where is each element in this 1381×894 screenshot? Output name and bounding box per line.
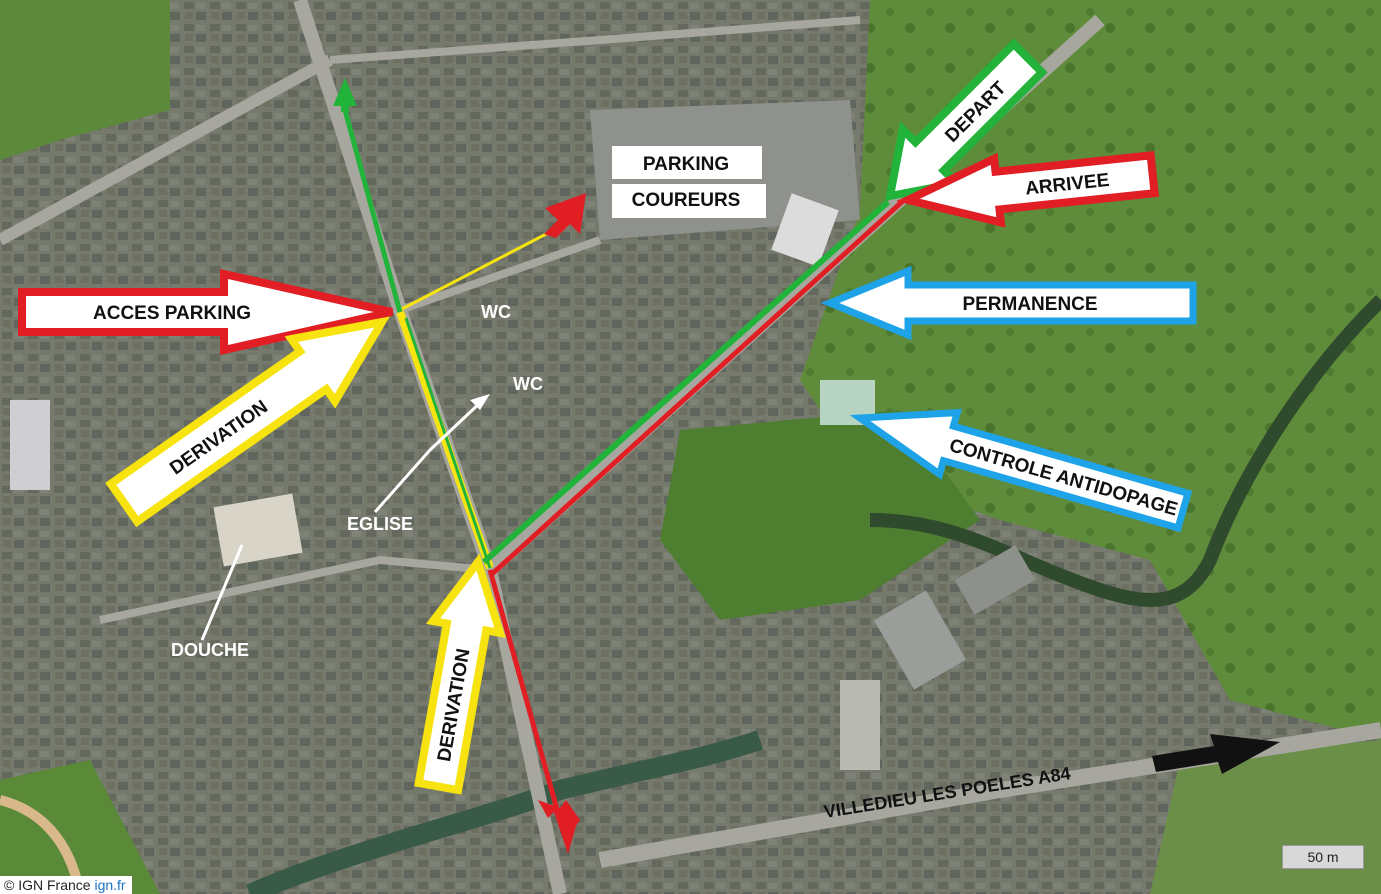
eglise-pointer <box>373 449 432 513</box>
park-area <box>660 410 980 620</box>
race-route <box>342 109 906 821</box>
green-route-north <box>342 109 403 313</box>
douche-pointer <box>200 544 244 641</box>
river-south <box>245 730 764 894</box>
coureurs-label-box <box>612 184 766 218</box>
field-northwest <box>0 0 170 160</box>
river <box>869 295 1381 607</box>
red-south-arrow <box>538 800 580 854</box>
pointer-lines <box>200 398 485 641</box>
wc-label-1: WC <box>481 302 511 322</box>
parking-label-box <box>612 146 762 179</box>
green-route-mid <box>404 317 492 569</box>
green-north-arrow <box>333 78 357 112</box>
arrivee-arrow: ARRIVEE <box>896 150 1160 228</box>
parking-red-arrow <box>544 193 586 238</box>
scale-label: 50 m <box>1307 849 1339 865</box>
buildings <box>10 193 1036 770</box>
derivation-bottom-arrow: DERIVATION <box>414 553 506 795</box>
field-southwest <box>0 760 160 894</box>
wc-pointer-head <box>470 394 490 410</box>
acces-parking-arrow: ACCES PARKING <box>18 268 393 356</box>
a84-direction-arrow <box>1152 734 1280 774</box>
red-route-diagonal <box>490 198 906 576</box>
coureurs-label: COUREURS <box>632 190 741 211</box>
attribution: © IGN France ign.fr <box>0 876 132 894</box>
attribution-link[interactable]: ign.fr <box>94 877 126 893</box>
acces-parking-label: ACCES PARKING <box>93 303 251 324</box>
permanence-label: PERMANENCE <box>962 294 1097 315</box>
attribution-text: © IGN France <box>4 877 95 893</box>
green-route-diagonal <box>482 199 890 565</box>
permanence-arrow: PERMANENCE <box>820 265 1197 341</box>
red-route-south <box>487 569 563 821</box>
wc-label-2: WC <box>513 374 543 394</box>
wc-pointer <box>428 398 485 452</box>
parking-link-line <box>399 230 551 312</box>
parking-label: PARKING <box>643 154 729 175</box>
eglise-label: EGLISE <box>347 514 413 534</box>
douche-label: DOUCHE <box>171 640 249 660</box>
scale-indicator: 50 m <box>1282 845 1364 869</box>
